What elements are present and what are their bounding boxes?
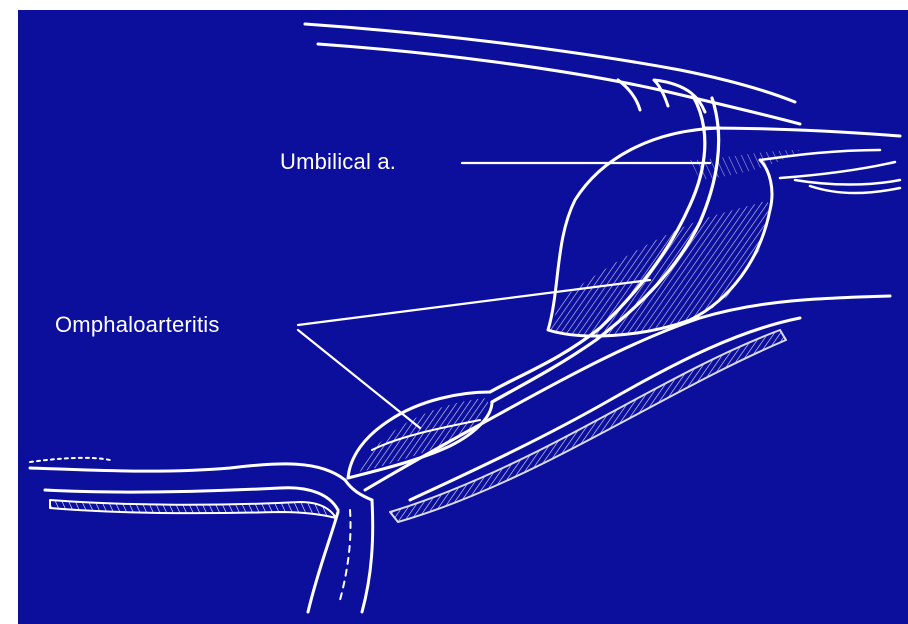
skin-surface-upper (30, 464, 345, 480)
skin-stipple-left (30, 458, 110, 462)
stump-join (345, 480, 372, 500)
upper-right-line (705, 128, 900, 136)
sac-stipple (690, 150, 800, 180)
upper-wall-line-1 (305, 24, 795, 102)
sac-inner-curve (780, 162, 895, 178)
stump-left (308, 512, 338, 612)
label-umbilical-artery: Umbilical a. (280, 149, 396, 175)
stump-right (362, 500, 373, 612)
label-omphaloarteritis: Omphaloarteritis (55, 312, 220, 338)
sac-hatched-region (550, 200, 768, 336)
skin-hatch-band (50, 500, 336, 518)
leader-omphalo-2 (298, 330, 420, 428)
right-tip (795, 180, 900, 193)
stump-center (340, 510, 351, 600)
upper-wall-line-2 (318, 44, 800, 124)
